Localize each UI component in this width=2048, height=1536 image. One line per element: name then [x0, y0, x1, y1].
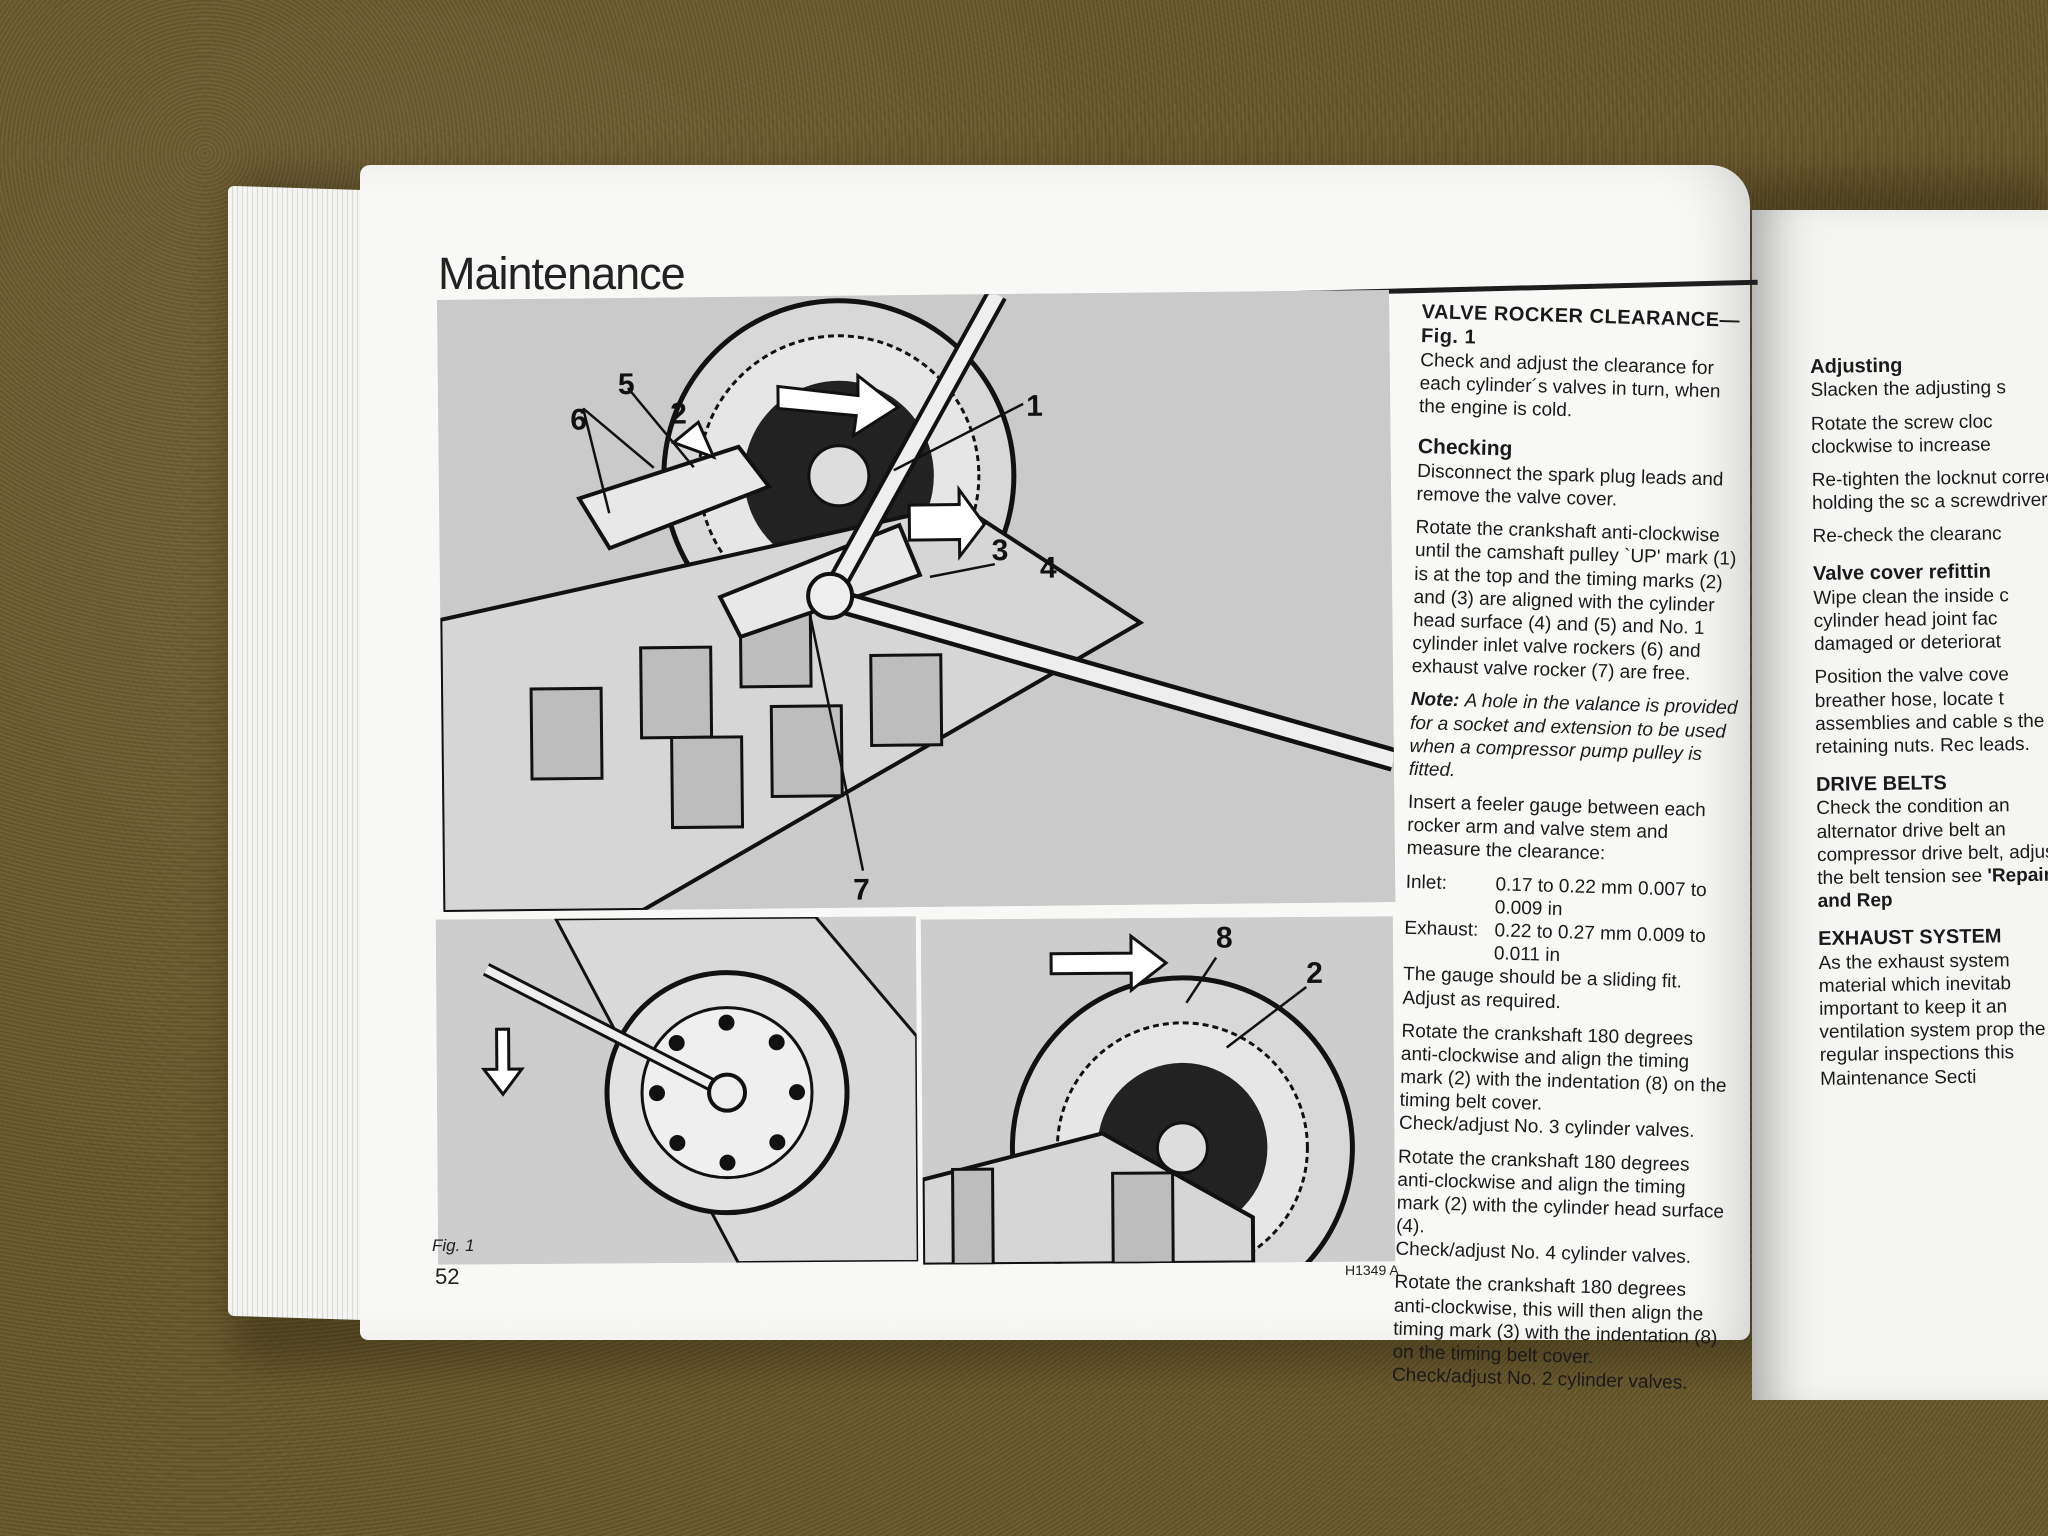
callout-8: 8 [1215, 921, 1233, 955]
adjusting-step-3: Re-tighten the locknut correct, holding … [1811, 466, 2048, 515]
sub-illustration-crank [435, 916, 919, 1265]
checking-step-6: Rotate the crankshaft 180 degrees anti-c… [1395, 1146, 1725, 1238]
refit-step-1: Wipe clean the inside c cylinder head jo… [1813, 585, 2009, 656]
exhaust-label: Exhaust: [1404, 917, 1479, 941]
callout-4: 4 [1039, 551, 1057, 585]
adjusting-heading: Adjusting [1810, 354, 1903, 378]
exhaust-system-heading: EXHAUST SYSTEM [1818, 925, 2002, 951]
drive-belts-heading: DRIVE BELTS [1815, 772, 1947, 796]
adjusting-step-1: Slacken the adjusting s [1810, 377, 2007, 402]
right-page-column: Adjusting Slacken the adjusting s Rotate… [1810, 351, 2048, 1100]
checking-step-1: Disconnect the spark plug leads and remo… [1416, 460, 1724, 511]
figure-reference: H1349 A [1345, 1262, 1399, 1278]
checking-step-2: Rotate the crankshaft anti-clockwise unt… [1411, 517, 1737, 685]
intro-text: Check and adjust the clearance for each … [1418, 349, 1721, 422]
callout-2: 2 [670, 397, 688, 431]
inlet-label: Inlet: [1405, 871, 1448, 894]
sub-illustration-pulley: 8 2 [920, 916, 1396, 1265]
callout-6: 6 [570, 403, 588, 437]
page-stack [228, 185, 368, 1321]
adjusting-step-4: Re-check the clearanc [1812, 523, 2002, 548]
inlet-value: 0.17 to 0.22 mm 0.007 to 0.009 in [1494, 873, 1707, 920]
note-label: Note: [1410, 689, 1460, 712]
valve-cover-refit-heading: Valve cover refittin [1812, 560, 1992, 586]
callout-7: 7 [853, 873, 871, 907]
checking-step-3: Insert a feeler gauge between each rocke… [1406, 791, 1707, 865]
checking-step-4: The gauge should be a sliding fit. Adjus… [1402, 964, 1683, 1013]
main-illustration: 1 2 3 4 5 6 7 [437, 290, 1396, 912]
refit-step-2: Position the valve cove breather hose, l… [1814, 664, 2045, 758]
page-number: 52 [435, 1264, 460, 1289]
adjusting-step-2: Rotate the screw cloc clockwise to incre… [1810, 411, 1993, 458]
right-page [1752, 210, 2048, 1400]
exhaust-system-text: As the exhaust system material which ine… [1818, 949, 2046, 1090]
instructions-column: VALVE ROCKER CLEARANCE—Fig. 1 Check and … [1391, 300, 1752, 1406]
exhaust-value: 0.22 to 0.27 mm 0.009 to 0.011 in [1493, 920, 1706, 967]
page-title: Maintenance [438, 248, 686, 299]
callout-3: 3 [991, 534, 1009, 568]
checking-step-7: Rotate the crankshaft 180 degrees anti-c… [1392, 1272, 1718, 1369]
callout-2-sub: 2 [1306, 956, 1323, 990]
note: Note: A hole in the valance is provided … [1409, 688, 1741, 790]
callout-5: 5 [617, 367, 635, 402]
checking-step-5: Rotate the crankshaft 180 degrees anti-c… [1399, 1020, 1727, 1115]
section-heading: VALVE ROCKER CLEARANCE—Fig. 1 [1420, 300, 1741, 349]
figure-caption: Fig. 1 [432, 1236, 475, 1255]
callout-1: 1 [1025, 389, 1044, 423]
drive-belts-text: Check the condition an alternator drive … [1816, 794, 2048, 913]
